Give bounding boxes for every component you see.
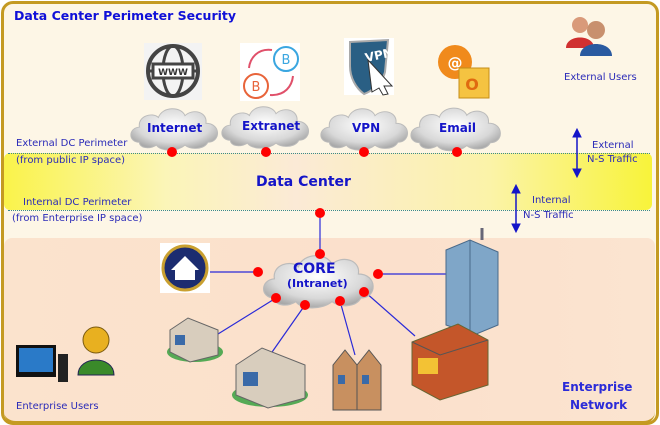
external-perimeter-label: External DC Perimeter	[16, 138, 128, 149]
data-center-label: Data Center	[256, 174, 351, 190]
external-perimeter-sublabel: (from public IP space)	[16, 155, 126, 166]
external-users-icon	[566, 17, 612, 56]
external-perimeter-line	[8, 153, 650, 154]
svg-text:B: B	[252, 80, 261, 95]
office-tower-icon	[445, 228, 499, 336]
enterprise-users-icon	[16, 326, 115, 382]
svg-text:B: B	[282, 53, 291, 68]
internal-perimeter-label: Internal DC Perimeter	[23, 197, 132, 208]
cloud-label-vpn: VPN	[352, 121, 381, 135]
external-traffic-label: External	[592, 140, 634, 151]
data-center-band	[4, 153, 652, 210]
internal-perimeter-line	[8, 210, 650, 211]
enterprise-network-label: Enterprise	[562, 380, 633, 394]
vpn-shield-icon: VPN	[344, 38, 394, 96]
core-sublabel: (Intranet)	[287, 277, 348, 290]
connector-dot	[261, 147, 271, 157]
retail-store-icon	[411, 323, 489, 401]
core-connectors	[253, 208, 383, 310]
cloud-label-internet: Internet	[147, 121, 203, 135]
external-traffic-sublabel: N-S Traffic	[587, 154, 638, 165]
external-traffic-arrow	[572, 127, 582, 179]
svg-text:VPN: VPN	[364, 45, 394, 65]
external-users-label: External Users	[564, 72, 637, 83]
house-large-icon	[232, 347, 308, 409]
home-button-icon	[160, 243, 210, 293]
www-globe-icon: WWW	[144, 43, 202, 100]
internal-perimeter-sublabel: (from Enterprise IP space)	[12, 213, 143, 224]
b2b-exchange-icon: B B	[240, 43, 300, 101]
svg-text:WWW: WWW	[158, 68, 188, 78]
cloud-label-extranet: Extranet	[242, 119, 301, 133]
house-small-icon	[167, 317, 223, 363]
internal-traffic-label: Internal	[532, 195, 571, 206]
enterprise-network-sublabel: Network	[570, 398, 628, 412]
internal-traffic-sublabel: N-S Traffic	[523, 210, 574, 221]
core-links	[210, 212, 448, 356]
core-label: CORE	[293, 261, 336, 277]
connector-dot	[452, 147, 462, 157]
connector-dot	[359, 147, 369, 157]
email-outlook-icon: @ O	[438, 45, 490, 99]
townhouses-icon	[332, 349, 382, 411]
enterprise-users-label: Enterprise Users	[16, 401, 99, 412]
connector-dot	[167, 147, 177, 157]
svg-text:O: O	[465, 75, 479, 94]
internal-traffic-arrow	[511, 183, 521, 234]
diagram-title: Data Center Perimeter Security	[14, 8, 237, 23]
cloud-label-email: Email	[439, 121, 477, 135]
